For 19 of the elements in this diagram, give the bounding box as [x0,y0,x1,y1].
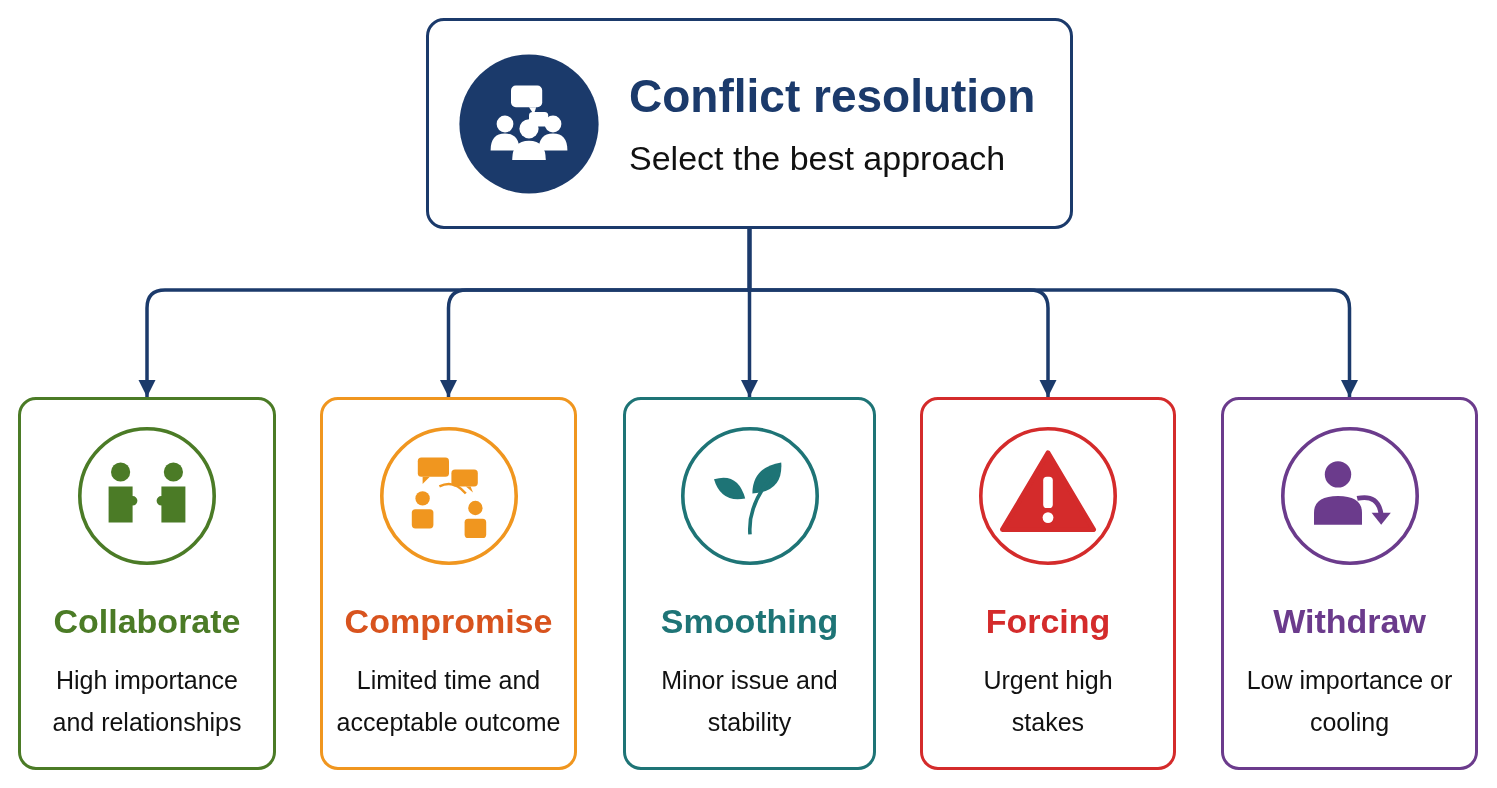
approach-description: Urgent high stakes [982,664,1114,738]
approach-title: Compromise [344,601,553,642]
approach-description: Low importance or cooling [1245,664,1454,738]
approach-title: Collaborate [53,601,241,642]
approach-description: Minor issue and stability [660,664,839,738]
approach-card [18,397,276,770]
approach-title: Forcing [985,601,1111,642]
approach-card [920,397,1176,770]
subtitle: Select the best approach [629,138,1007,179]
approach-title: Smoothing [660,601,839,642]
arrow [747,229,1359,397]
approach-card [320,397,577,770]
box-heading: Conflict resolution [629,68,1036,124]
approach-card [623,397,876,770]
approach-description: High importance and relationships [51,664,243,738]
approach-title: Withdraw [1273,601,1426,642]
title-box [426,18,1073,229]
approach-description: Limited time and acceptable outcome [335,664,562,738]
approach-card [1221,397,1478,770]
